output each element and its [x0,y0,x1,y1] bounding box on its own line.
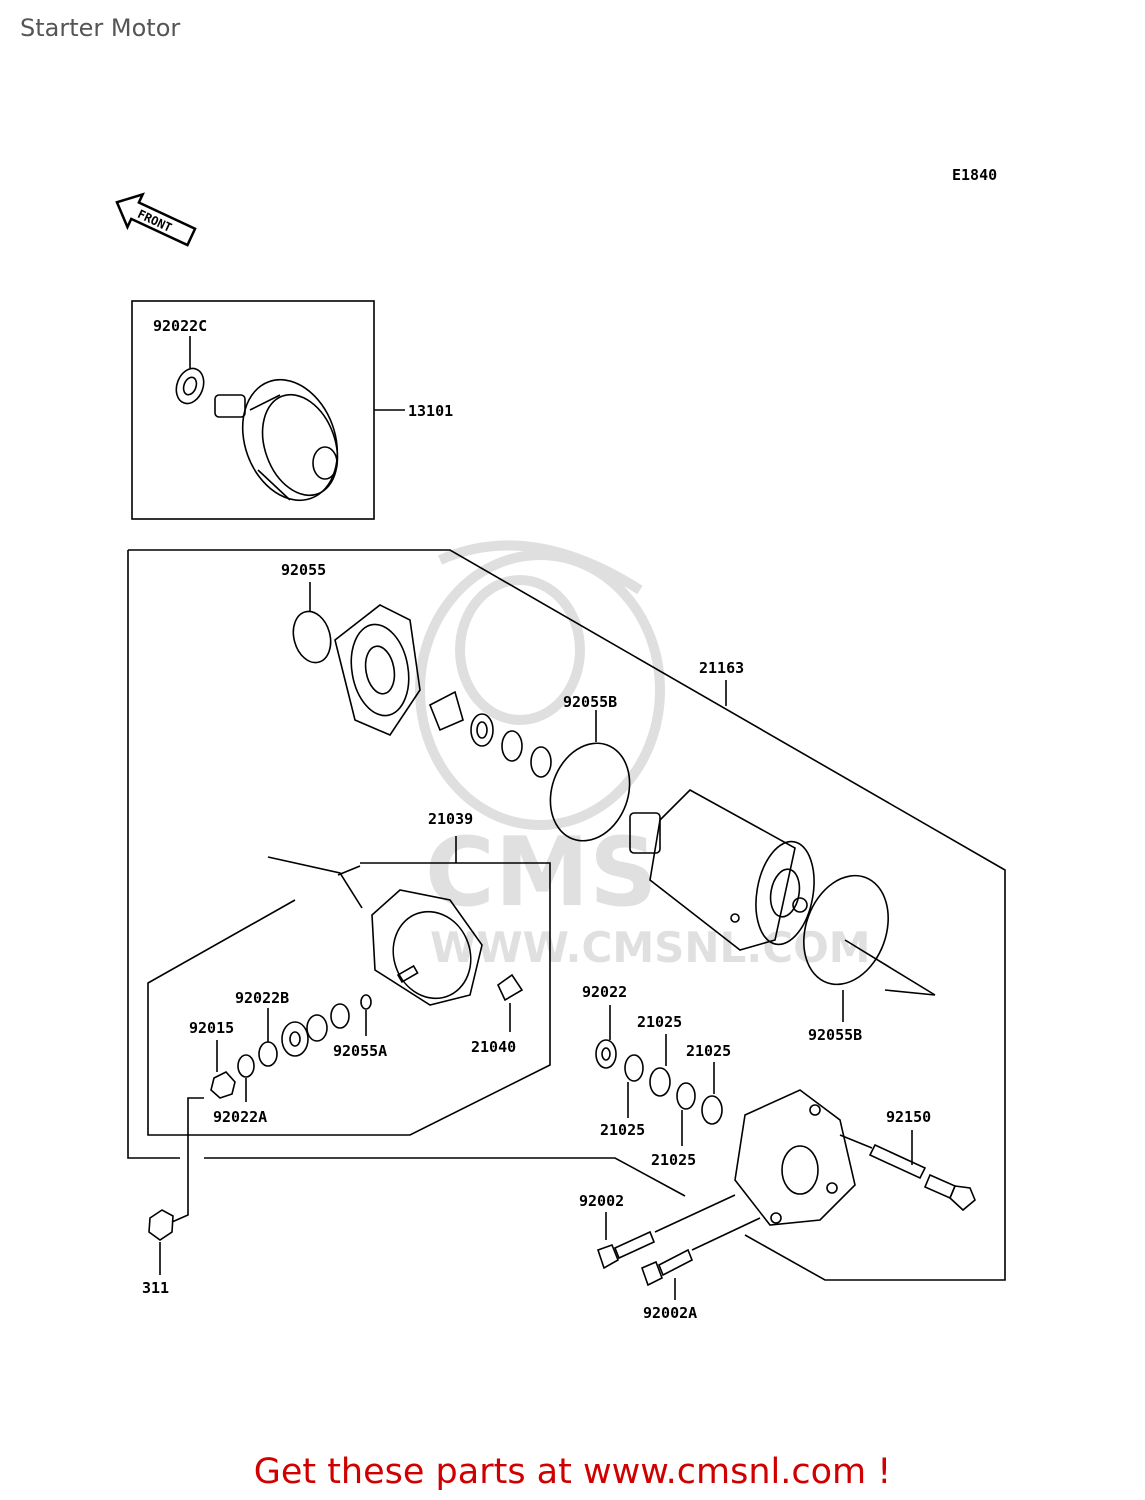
label-92150: 92150 [886,1108,931,1126]
label-92015: 92015 [189,1019,234,1037]
label-21039: 21039 [428,810,473,828]
watermark-logo-text: CMS [425,818,658,928]
watermark-url: WWW.CMSNL.COM [430,923,871,972]
washer [470,713,494,747]
front-arrow-icon: FRONT [115,192,197,247]
nut-311 [148,1209,174,1241]
label-13101: 13101 [408,402,453,420]
front-cover [334,604,421,736]
label-92055B-bottom: 92055B [808,1026,862,1044]
label-92022A: 92022A [213,1108,267,1126]
terminal-nut-21040 [496,973,524,1002]
bolt-92002A [640,1260,664,1287]
label-92002: 92002 [579,1192,624,1210]
assembly-outline-21163 [128,549,1006,1281]
lock-plate [428,690,464,732]
rear-cover [734,1089,856,1226]
label-311: 311 [142,1279,169,1297]
label-21163: 21163 [699,659,744,677]
promo-link[interactable]: Get these parts at www.cmsnl.com ! [253,1452,892,1492]
ref-code: E1840 [952,166,997,184]
page-title: Starter Motor [20,14,181,42]
label-92055: 92055 [281,561,326,579]
cms-watermark: CMS WWW.CMSNL.COM [415,540,871,972]
bolt-92002 [596,1243,620,1270]
o-ring-92055B-bottom [803,874,889,986]
label-92002A: 92002A [643,1304,697,1322]
label-21040: 21040 [471,1038,516,1056]
label-92022B: 92022B [235,989,289,1007]
label-92022: 92022 [582,983,627,1001]
washer-92022C [175,367,205,405]
label-21025-b: 21025 [686,1042,731,1060]
label-21025-a: 21025 [637,1013,682,1031]
o-ring-92055B-top [549,742,631,842]
o-ring-92055 [292,610,332,664]
label-92055A: 92055A [333,1042,387,1060]
starter-clutch-gear [214,378,339,502]
motor-yoke [629,789,815,951]
washer-92022 [595,1039,617,1069]
label-21025-d: 21025 [651,1151,696,1169]
label-92055B-top: 92055B [563,693,617,711]
brush-holder [371,889,483,1006]
bolt-92150 [868,1143,927,1180]
label-92022C: 92022C [153,317,207,335]
label-21025-c: 21025 [600,1121,645,1139]
nut-92015 [210,1071,236,1099]
